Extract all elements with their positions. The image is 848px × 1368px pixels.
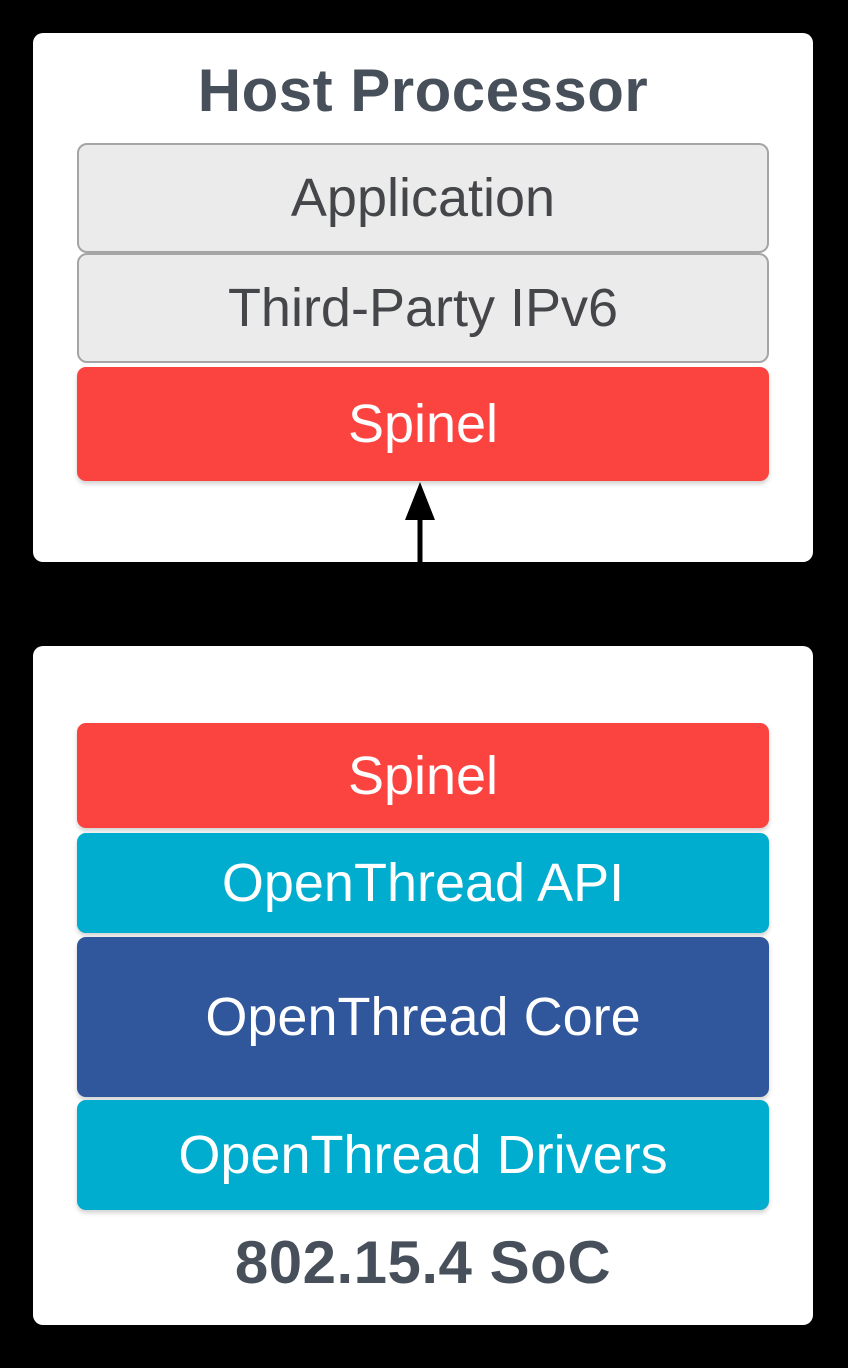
layer-openthread-drivers: OpenThread Drivers [77,1100,769,1210]
layer-host-spinel-label: Spinel [347,394,499,454]
layer-openthread-api-label: OpenThread API [221,853,625,913]
layer-host-spinel: Spinel [77,367,769,481]
layer-openthread-core: OpenThread Core [77,937,769,1097]
layer-openthread-drivers-label: OpenThread Drivers [178,1125,668,1185]
layer-openthread-api: OpenThread API [77,833,769,933]
layer-third-party-ipv6-label: Third-Party IPv6 [227,278,619,338]
soc-card-title: 802.15.4 SoC [234,1229,612,1296]
layer-openthread-core-label: OpenThread Core [205,987,641,1047]
host-processor-card: Host Processor Application Third-Party I… [33,33,813,562]
layer-application-label: Application [290,168,556,228]
layer-soc-spinel: Spinel [77,723,769,828]
host-card-title: Host Processor [197,57,649,124]
layer-third-party-ipv6: Third-Party IPv6 [77,253,769,363]
layer-soc-spinel-label: Spinel [347,745,499,806]
layer-application: Application [77,143,769,253]
soc-card: Spinel OpenThread API OpenThread Core Op… [33,646,813,1325]
